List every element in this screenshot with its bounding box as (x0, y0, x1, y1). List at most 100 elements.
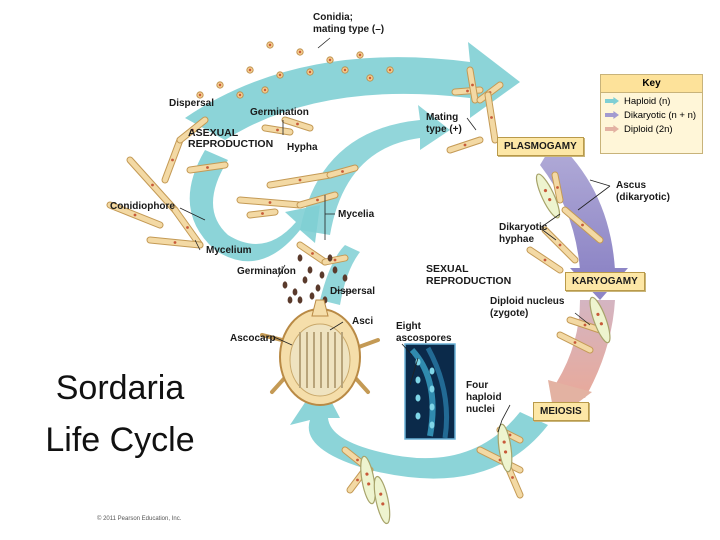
label-eight-ascospores-2: ascospores (396, 333, 452, 344)
spore-layer (196, 41, 394, 304)
ascus-nucleus (365, 472, 369, 476)
asci-sacs (360, 173, 611, 525)
legend-key: Key Haploid (n) Dikaryotic (n + n) Diplo… (600, 74, 703, 154)
conidium-nucleus (358, 53, 362, 57)
conidium-nucleus (238, 93, 242, 97)
nucleus-dot (316, 198, 319, 202)
nucleus-dot (186, 226, 189, 229)
micro-ascospore (429, 385, 435, 393)
haploid-arrow-inner (300, 105, 450, 235)
ascus-wall (589, 296, 611, 344)
label-diploid-nucleus-2: (zygote) (490, 308, 529, 319)
ascus-nucleus (503, 450, 508, 454)
ascus-nucleus (548, 198, 552, 202)
nucleus-dot (341, 170, 344, 173)
copyright-text: © 2011 Pearson Education, Inc. (97, 516, 182, 522)
label-eight-ascospores-1: Eight (396, 321, 421, 332)
micro-ascospore (429, 367, 435, 375)
label-ascus-1: Ascus (616, 180, 647, 191)
ascus-wall (497, 423, 513, 473)
ascus-sac (373, 475, 391, 525)
ascus-nucleus (543, 188, 548, 193)
haploid-arrow-top (185, 42, 520, 140)
nucleus-dot (508, 433, 512, 437)
ascospore-micrograph (404, 343, 456, 440)
stage-plasmogamy: PLASMOGAMY (497, 137, 584, 156)
label-conidia: Conidia; (313, 12, 353, 23)
nucleus-dot (556, 186, 559, 189)
ascocarp-structure (260, 299, 380, 406)
label-mycelia: Mycelia (338, 209, 375, 220)
conidium-nucleus (328, 58, 332, 62)
nucleus-dot (543, 258, 547, 262)
nucleus-dot (581, 223, 584, 227)
ascus-sac (360, 455, 376, 505)
ascospore (282, 281, 288, 289)
conidium-nucleus (343, 68, 347, 72)
ascus-nucleus (599, 322, 603, 326)
label-hypha: Hypha (287, 142, 318, 153)
ascus-sac (497, 423, 513, 473)
micro-ascospore (429, 403, 435, 411)
label-mating-plus-1: Mating (426, 112, 459, 123)
label-germination-top: Germination (250, 107, 309, 118)
ascospore (297, 296, 303, 304)
nucleus-dot (276, 128, 279, 132)
nucleus-dot (191, 128, 194, 132)
slide-title-line2: Life Cycle (45, 421, 195, 459)
legend-item-dikaryotic: Dikaryotic (n + n) (601, 109, 702, 121)
nucleus-dot (463, 143, 467, 147)
label-four-haploid-2: haploid (466, 392, 502, 403)
haploid-arrow-icon (605, 97, 619, 105)
conidium-nucleus (278, 73, 282, 77)
nucleus-dot (296, 122, 299, 126)
conidium-nucleus (388, 68, 392, 72)
ascospore (292, 288, 298, 296)
conidium-nucleus (268, 43, 272, 47)
label-dispersal-top: Dispersal (169, 98, 215, 109)
nucleus-dot (466, 89, 469, 93)
nucleus-dot (151, 183, 154, 187)
ascus-nucleus (367, 482, 371, 486)
ascospore (327, 254, 333, 262)
legend-label: Diploid (2n) (624, 123, 673, 135)
ascospore (309, 292, 315, 300)
legend-item-haploid: Haploid (n) (601, 95, 702, 107)
label-conidiophore: Conidiophore (110, 201, 175, 212)
micro-ascospore (415, 376, 421, 384)
nucleus-dot (356, 478, 359, 482)
label-mating-type-minus: mating type (–) (313, 24, 385, 35)
asexual-loop-arrow (189, 150, 320, 262)
nucleus-dot (333, 258, 337, 262)
ascospore (342, 274, 348, 282)
label-asexual-1: ASEXUAL (188, 127, 239, 139)
label-germination-mid: Germination (237, 266, 296, 277)
micro-ascospore (429, 421, 435, 429)
ascus-nucleus (596, 312, 600, 316)
stage-meiosis: MEIOSIS (533, 402, 589, 421)
legend-title: Key (601, 75, 702, 93)
diploid-arrow-icon (605, 125, 619, 133)
ascus-sac (535, 173, 561, 219)
label-mycelium: Mycelium (206, 245, 252, 256)
ascospore (332, 266, 338, 274)
label-four-haploid-3: nuclei (466, 404, 495, 415)
nucleus-dot (133, 213, 137, 217)
nucleus-dot (573, 341, 577, 344)
ascus-nucleus (502, 440, 506, 444)
ascospore (315, 284, 321, 292)
conidium-nucleus (308, 70, 312, 74)
label-sexual-2: REPRODUCTION (426, 275, 512, 287)
legend-item-diploid: Diploid (2n) (601, 123, 702, 135)
nucleus-dot (356, 458, 359, 462)
slide-title-line1: Sordaria (55, 369, 185, 407)
micro-ascospore (415, 358, 421, 366)
conidium-nucleus (298, 50, 302, 54)
label-ascus-2: (dikaryotic) (616, 192, 670, 203)
ascospore (297, 254, 303, 262)
conidium-nucleus (218, 83, 222, 87)
nucleus-dot (558, 243, 562, 247)
nucleus-dot (261, 212, 264, 215)
nucleus-dot (471, 83, 474, 87)
label-dispersal-mid: Dispersal (330, 286, 376, 297)
